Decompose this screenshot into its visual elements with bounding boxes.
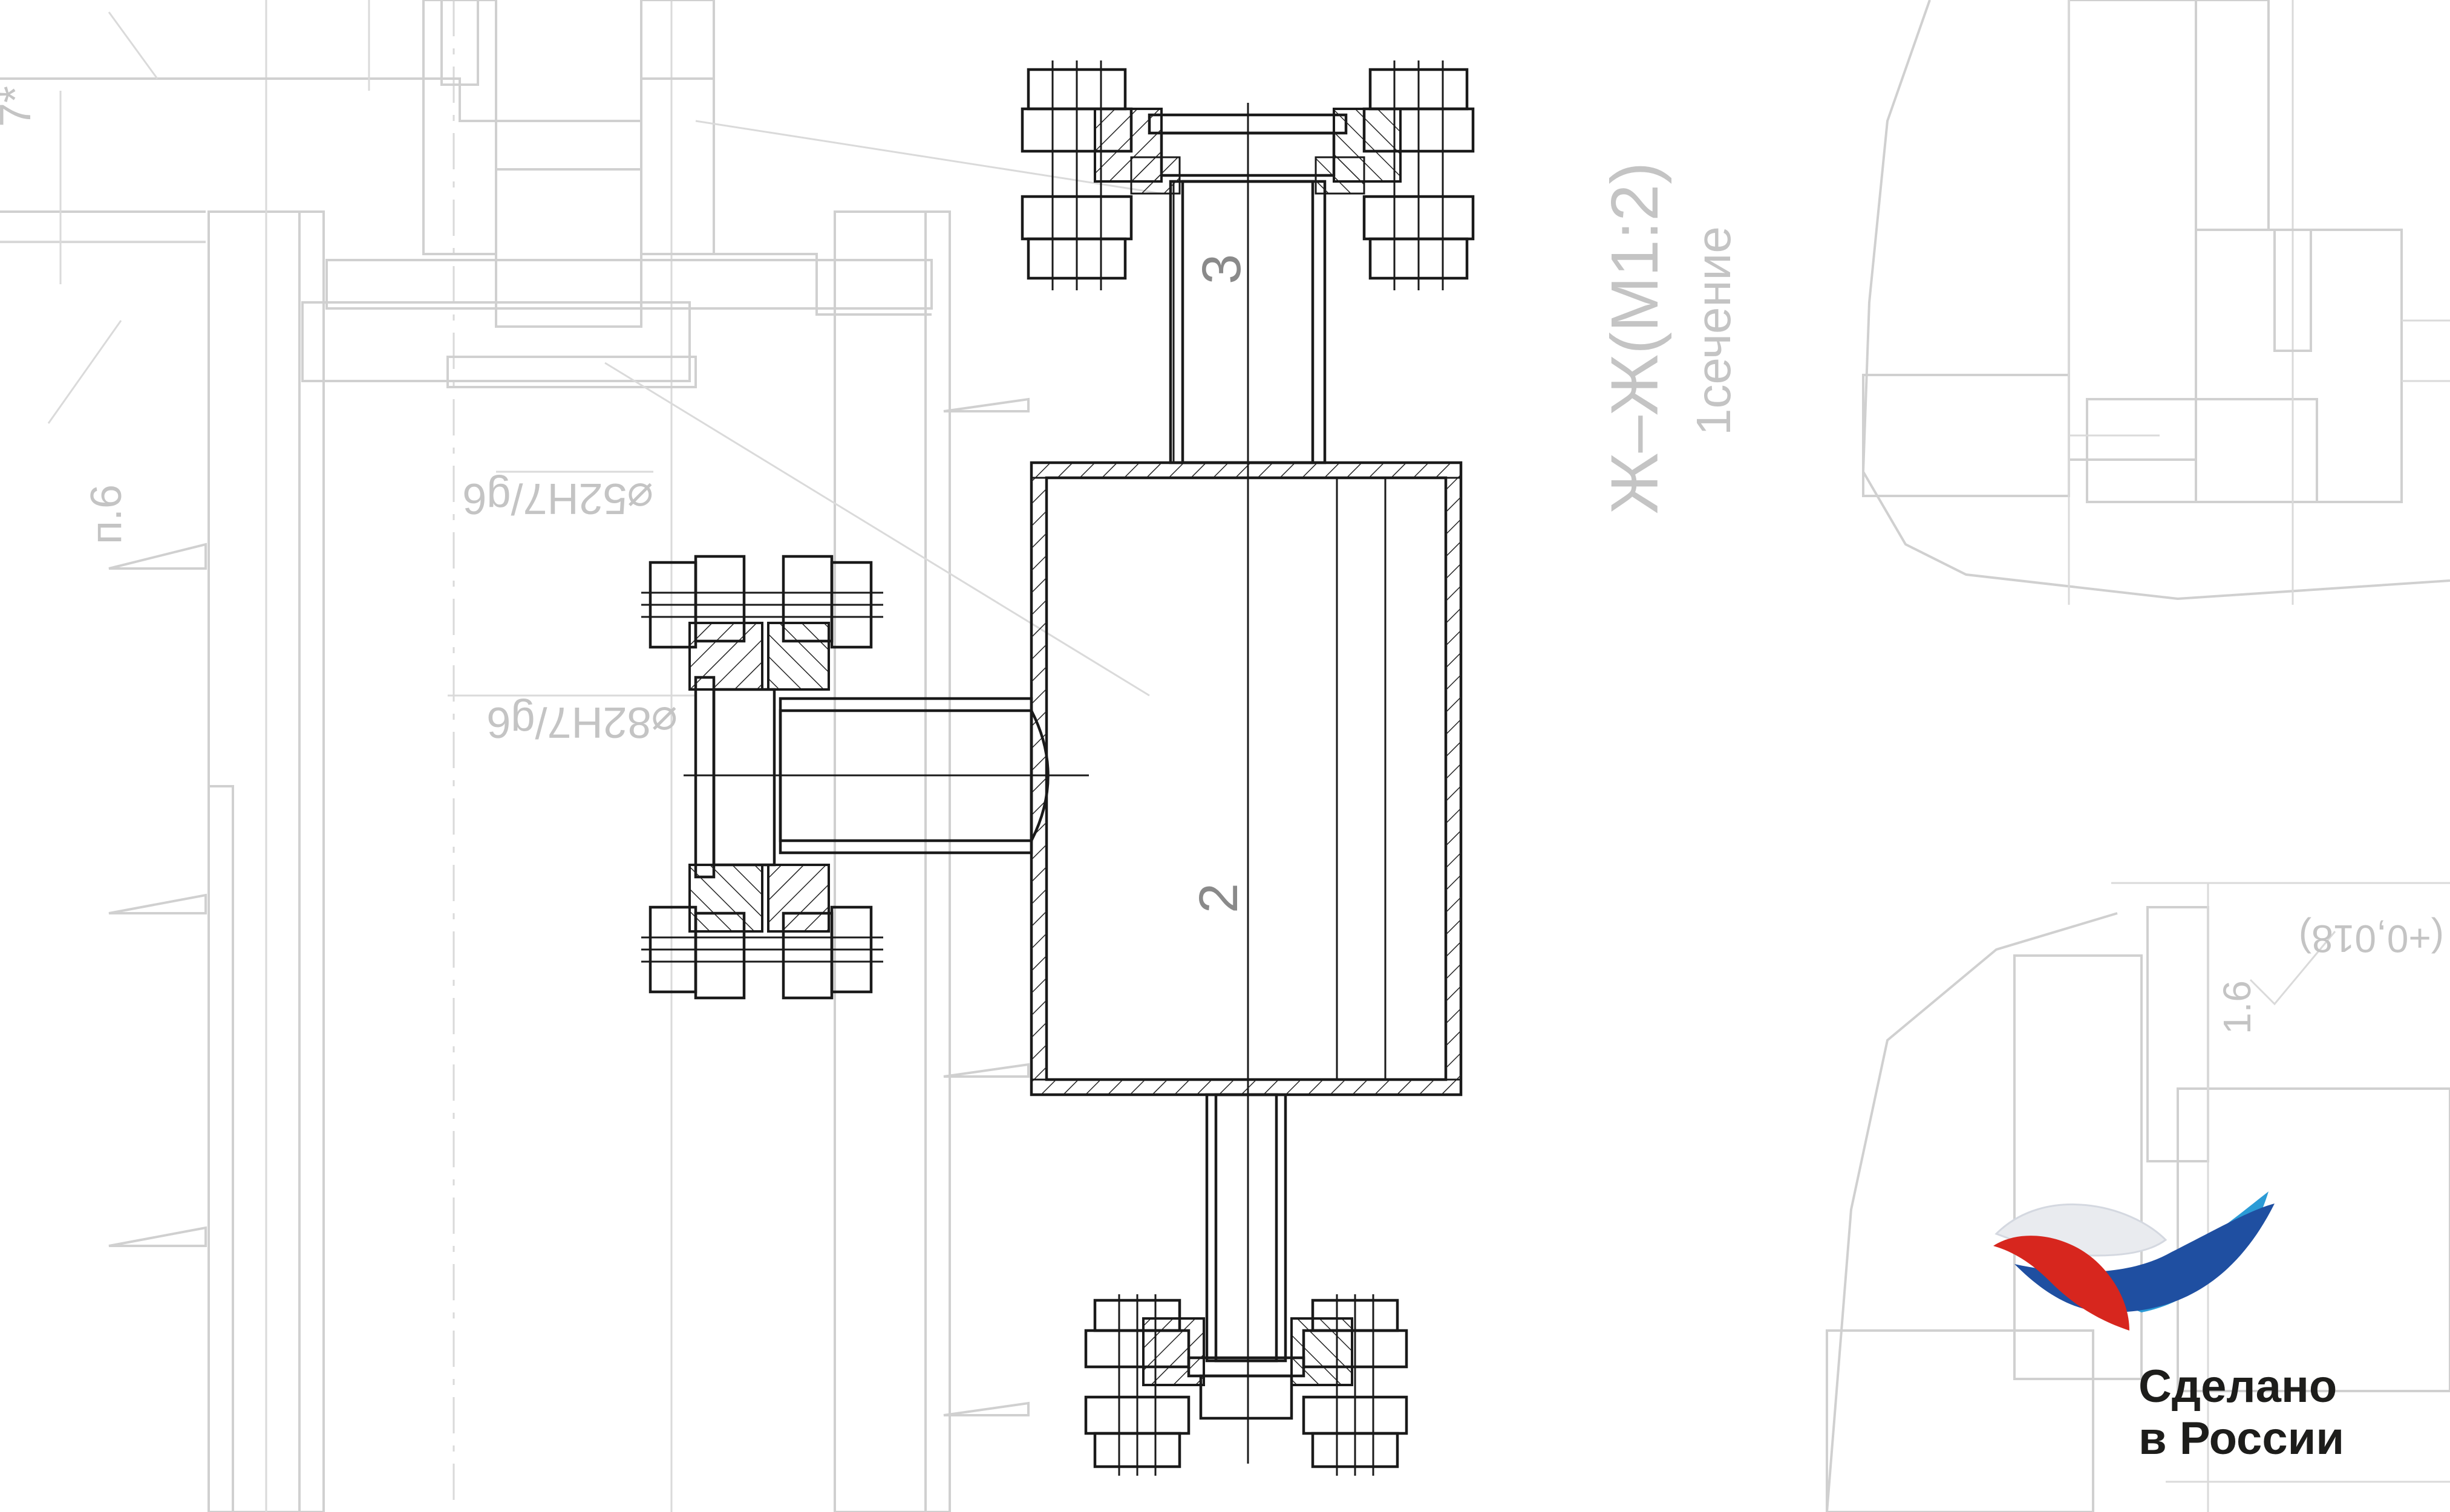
right-lower-assembly [1826, 882, 2450, 1512]
lower-flange [1084, 1294, 1408, 1476]
dim-pos: п.6 [82, 484, 131, 544]
part-label-upper-pipe: 3 [1192, 254, 1252, 284]
side-flange [641, 555, 883, 1000]
made-in-russia-logo [1993, 1191, 2275, 1331]
dim-fit-small: ⌀52H7/g6 [462, 474, 653, 523]
logo-red-wave [1993, 1236, 2129, 1331]
tolerance-mark: (+0,018) [2299, 917, 2444, 960]
upper-pipe [1169, 180, 1327, 464]
brand-line-2: в России [2138, 1413, 2345, 1464]
brand-line-1: Сделано [2138, 1361, 2337, 1412]
part-label-main-body: 2 [1189, 883, 1249, 913]
left-assembly [0, 0, 1162, 1512]
roughness-mark: 1.6 [2215, 980, 2259, 1034]
upper-flange [1021, 60, 1475, 290]
lower-pipe [1205, 1093, 1287, 1363]
section-title: Ж–Ж(М1:2) [1598, 162, 1672, 514]
brand-label: Сделано в России [2138, 1361, 2393, 1465]
section-subtitle: 1сечение [1687, 226, 1740, 435]
side-pipe [684, 697, 1089, 855]
dim-top: 7* [0, 86, 40, 127]
right-upper-assembly [1861, 0, 2450, 605]
dim-fit-large: ⌀82H7/g6 [486, 698, 678, 746]
main-body [1030, 461, 1463, 1097]
